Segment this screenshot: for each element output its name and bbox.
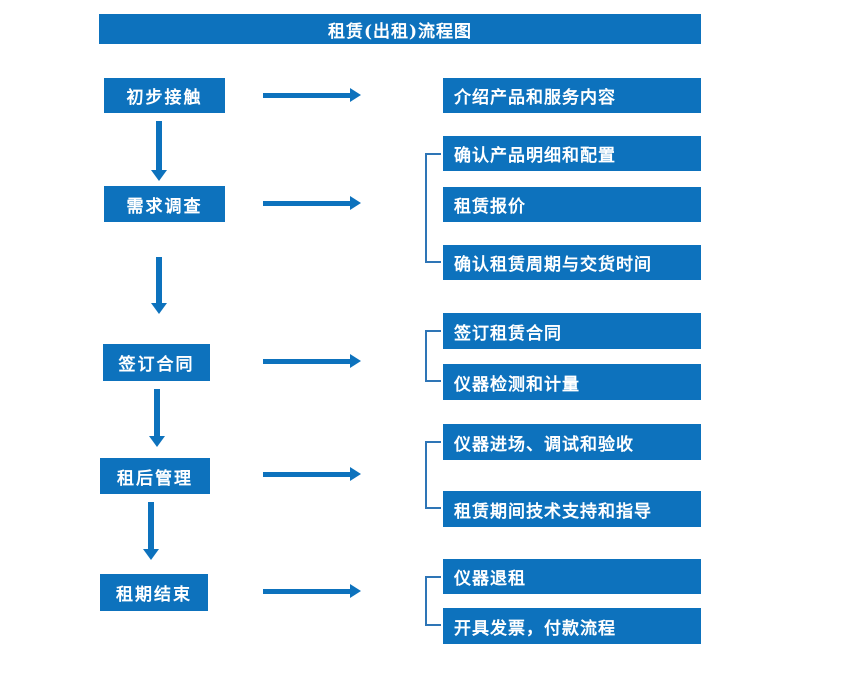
flow-arrow-right-icon — [263, 467, 361, 481]
group-bracket — [425, 330, 441, 382]
flow-arrow-right-icon — [263, 88, 361, 102]
detail-box-technical-support: 租赁期间技术支持和指导 — [443, 491, 701, 527]
group-bracket — [425, 576, 441, 626]
detail-box-confirm-product-details: 确认产品明细和配置 — [443, 136, 701, 171]
step-box-initial-contact: 初步接触 — [104, 78, 225, 113]
detail-box-introduce-products: 介绍产品和服务内容 — [443, 78, 701, 113]
group-bracket — [425, 153, 441, 263]
flow-arrow-right-icon — [263, 584, 361, 598]
step-box-demand-survey: 需求调查 — [104, 186, 225, 222]
flow-arrow-down-icon — [149, 389, 165, 447]
flow-arrow-down-icon — [143, 502, 159, 560]
step-box-post-rental-management: 租后管理 — [100, 458, 210, 494]
detail-box-sign-rental-contract: 签订租赁合同 — [443, 313, 701, 349]
detail-box-instrument-inspection: 仪器检测和计量 — [443, 364, 701, 400]
step-box-sign-contract: 签订合同 — [103, 344, 210, 381]
flow-arrow-down-icon — [151, 121, 167, 181]
flow-arrow-down-icon — [151, 257, 167, 314]
flowchart-title: 租赁(出租)流程图 — [99, 14, 701, 44]
detail-box-instrument-arrival: 仪器进场、调试和验收 — [443, 424, 701, 460]
step-box-rental-end: 租期结束 — [100, 574, 208, 611]
group-bracket — [425, 441, 441, 509]
flow-arrow-right-icon — [263, 354, 361, 368]
detail-box-confirm-period-delivery: 确认租赁周期与交货时间 — [443, 245, 701, 280]
flow-arrow-right-icon — [263, 196, 361, 210]
detail-box-rental-quotation: 租赁报价 — [443, 187, 701, 222]
detail-box-instrument-return: 仪器退租 — [443, 559, 701, 594]
detail-box-invoicing-payment: 开具发票，付款流程 — [443, 608, 701, 644]
